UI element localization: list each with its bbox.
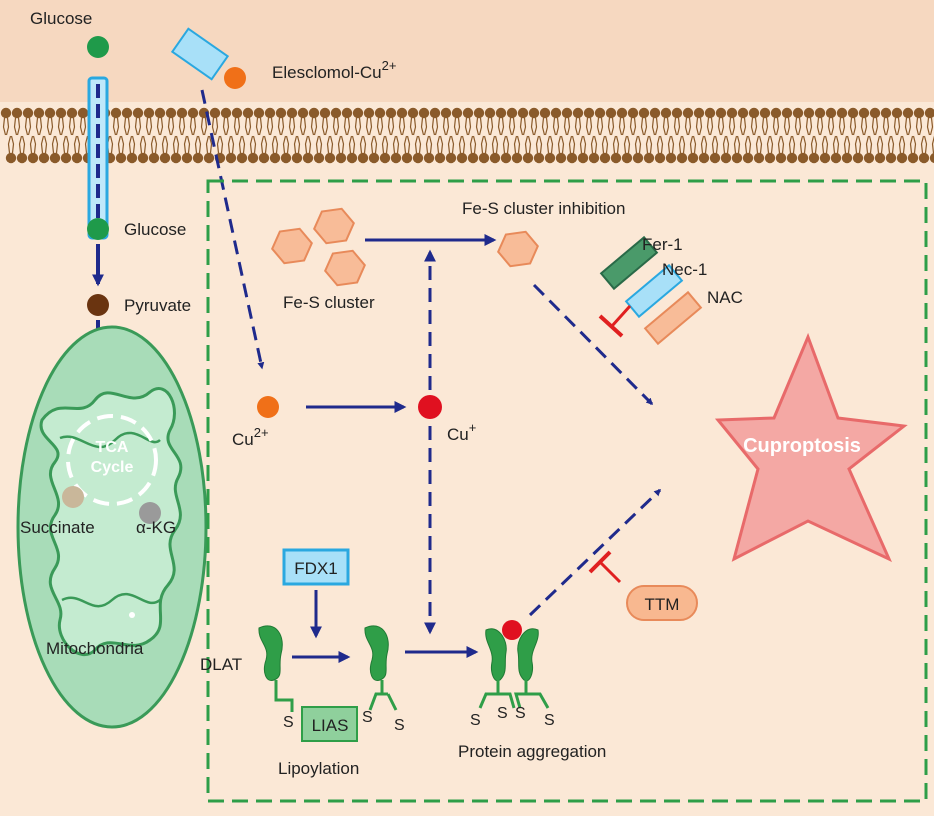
cu1-dot — [418, 395, 442, 419]
elesclomol-entry-arrow — [200, 89, 265, 370]
lias-label: LIAS — [312, 716, 349, 735]
nac-molecule — [643, 290, 703, 346]
mitochondria-label: Mitochondria — [46, 639, 144, 658]
ttm-label: TTM — [645, 595, 680, 614]
fes-inhibition-label: Fe-S cluster inhibition — [462, 199, 625, 218]
glucose-outside-label: Glucose — [30, 9, 92, 28]
ttm-inhibit-line — [598, 560, 622, 584]
protein-aggregate — [478, 628, 550, 709]
lias-box — [301, 706, 358, 742]
lipoylated-dlat-protein — [364, 625, 398, 711]
ttm-box — [626, 585, 698, 621]
cu2-dot — [257, 396, 279, 418]
dlat-protein — [258, 625, 294, 712]
nac-label: NAC — [707, 288, 743, 307]
extracellular-background — [0, 0, 934, 102]
cuproptosis-star — [714, 332, 908, 563]
ttm-inhibit-bar — [588, 550, 612, 574]
protein-aggregation-label: Protein aggregation — [458, 742, 606, 761]
fer1-molecule — [599, 235, 659, 291]
cu2-label: Cu2+ — [232, 425, 269, 449]
dlat-label: DLAT — [200, 655, 242, 674]
succinate-label: Succinate — [20, 518, 95, 537]
dlat-sulfur-label: S — [283, 714, 294, 731]
lipoylated-sulfur-label-1: S — [362, 709, 373, 726]
lipoylation-label: Lipoylation — [278, 759, 359, 778]
fes-to-cuproptosis-arrow — [532, 283, 654, 406]
fer1-label: Fer-1 — [642, 235, 683, 254]
nec1-molecule — [624, 263, 684, 319]
succinate-dot — [62, 486, 84, 508]
cuproptosis-label: Cuproptosis — [743, 435, 861, 457]
glucose-inside-dot — [87, 218, 109, 240]
cuproptosis-pathway-box — [206, 179, 928, 803]
elesclomol-label: Elesclomol-Cu2+ — [272, 58, 396, 82]
aggregate-sulfur-label-1: S — [470, 712, 481, 729]
pyruvate-label: Pyruvate — [124, 296, 191, 315]
akg-dot — [139, 502, 161, 524]
tca-label-line1: TCA — [96, 439, 129, 456]
cu1-label: Cu+ — [447, 420, 476, 444]
elesclomol-copper-dot — [224, 67, 246, 89]
lipoylated-sulfur-label-2: S — [394, 717, 405, 734]
aggregation-to-cuproptosis-arrow — [528, 488, 662, 617]
ferroptosis-inhibit-line — [610, 304, 632, 328]
fdx1-label: FDX1 — [294, 559, 337, 578]
nec1-label: Nec-1 — [662, 260, 707, 279]
tca-label-line2: Cycle — [91, 459, 134, 476]
mitochondria — [16, 325, 208, 729]
pyruvate-dot — [87, 294, 109, 316]
akg-label: α-KG — [136, 518, 176, 537]
aggregate-sulfur-label-2: S — [497, 705, 508, 722]
fdx1-box — [282, 548, 350, 586]
aggregate-sulfur-label-4: S — [544, 712, 555, 729]
glucose-inside-label: Glucose — [124, 220, 186, 239]
glucose-outside-dot — [87, 36, 109, 58]
elesclomol-molecule — [170, 27, 230, 81]
fes-cluster-label: Fe-S cluster — [283, 293, 375, 312]
aggregate-sulfur-label-3: S — [515, 705, 526, 722]
aggregate-copper-dot — [502, 620, 522, 640]
ferroptosis-inhibit-bar — [598, 314, 624, 338]
